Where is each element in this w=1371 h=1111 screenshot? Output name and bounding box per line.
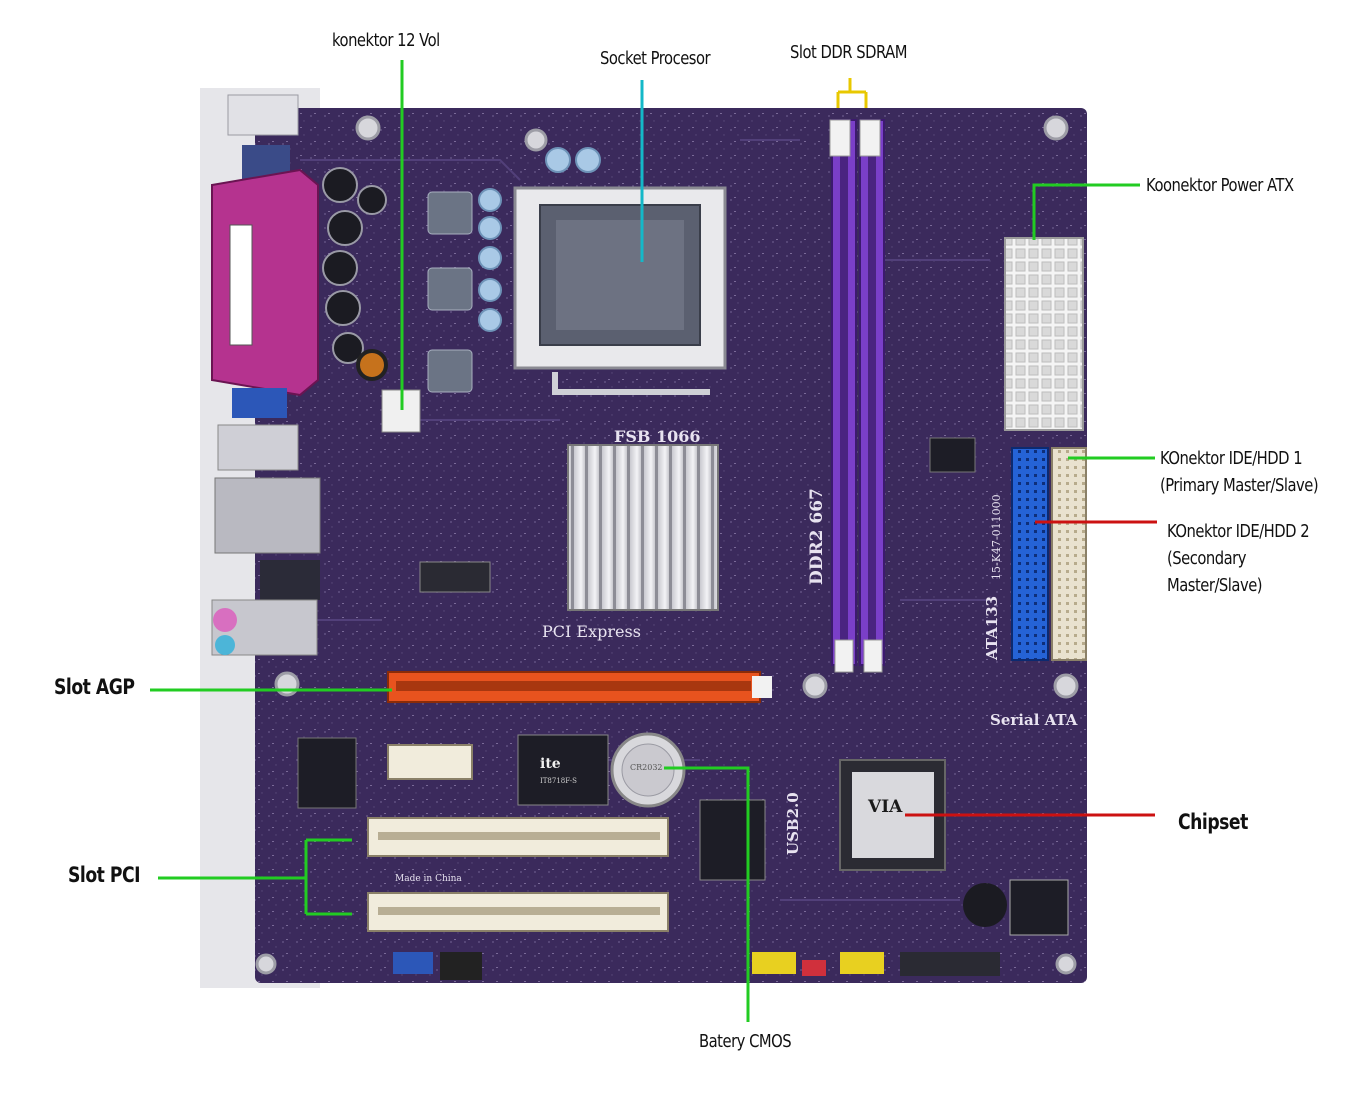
board-print-fsb: FSB 1066 <box>614 427 701 446</box>
board-print-usb: USB2.0 <box>784 792 802 855</box>
label-socket-procesor: Socket Procesor <box>600 48 711 69</box>
board-print-ata133: ATA133 <box>983 596 1001 661</box>
board-print-made-in: Made in China <box>395 874 462 884</box>
board-print-battery: CR2032 <box>630 763 663 772</box>
parallel-port-connector <box>211 168 319 397</box>
northbridge-heatsink <box>567 444 719 611</box>
ide-connectors <box>1011 447 1087 661</box>
board-print-via: VIA <box>867 797 903 817</box>
cmos-battery <box>610 732 686 808</box>
pci-slots <box>367 744 669 932</box>
label-ide2-line1: KOnektor IDE/HDD 2 <box>1167 521 1310 542</box>
label-slot-pci: Slot PCI <box>68 863 141 887</box>
lan-usb-port <box>214 477 321 554</box>
label-slot-agp: Slot AGP <box>54 675 135 699</box>
label-ide1-line2: (Primary Master/Slave) <box>1160 475 1319 496</box>
label-ide1-line1: KOnektor IDE/HDD 1 <box>1160 448 1303 469</box>
callout-line-battery <box>664 766 750 1022</box>
board-print: FSB 1066 PCI Express Serial ATA Made in … <box>395 427 1078 884</box>
agp-slot <box>387 671 772 703</box>
board-print-pci-express: PCI Express <box>542 622 641 641</box>
label-konektor-12v: konektor 12 Vol <box>332 30 440 51</box>
label-chipset: Chipset <box>1178 810 1248 834</box>
callout-line-ddr <box>836 78 868 108</box>
callout-line-atx <box>1032 183 1140 240</box>
callout-lines <box>150 60 1157 1022</box>
board-print-ddr: DDR2 667 <box>807 488 827 585</box>
board-print-part-no: 15-K47-011000 <box>990 494 1003 580</box>
label-ide2-line2: (Secondary <box>1167 548 1247 569</box>
callout-line-pci <box>158 838 352 916</box>
board-print-serial-ata: Serial ATA <box>990 711 1078 729</box>
board-print-ite: ite <box>540 756 561 772</box>
atx-power-connector <box>1004 237 1084 431</box>
label-slot-ddr: Slot DDR SDRAM <box>790 42 908 63</box>
label-power-atx: Koonektor Power ATX <box>1146 175 1294 196</box>
cpu-socket <box>513 186 727 395</box>
board-print-ite-model: IT8718F-S <box>540 777 577 785</box>
ddr-slots <box>829 119 885 673</box>
label-ide2-line3: Master/Slave) <box>1167 575 1263 596</box>
rear-io-ports <box>211 94 321 656</box>
chips <box>297 437 1069 936</box>
bottom-headers <box>393 883 1007 980</box>
label-batery-cmos: Batery CMOS <box>699 1031 792 1052</box>
